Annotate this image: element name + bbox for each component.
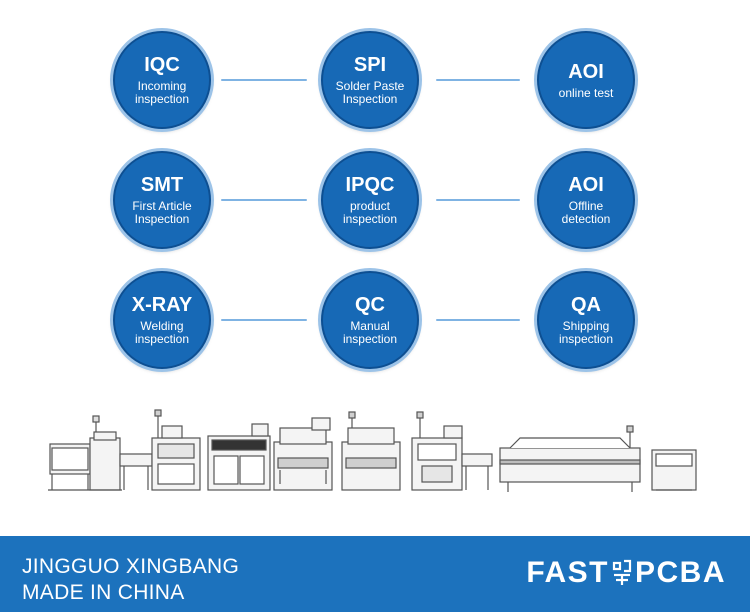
smt-production-line-icon <box>48 409 697 492</box>
aoi-machine-icon <box>411 411 463 491</box>
step-code: X-RAY <box>131 294 193 316</box>
step-description-line1: product <box>349 199 391 213</box>
step-description-line2: inspection <box>134 332 190 346</box>
conveyor-icon-2 <box>461 453 493 490</box>
step-code: IPQC <box>345 174 395 196</box>
step-description-line1: Solder Paste <box>335 79 405 93</box>
step-node-aoi-3: AOI online test <box>537 31 635 129</box>
connector-line-r2-2 <box>436 199 520 201</box>
fast-pcba-logo-mark-icon <box>611 559 633 587</box>
step-description-line1: online test <box>558 85 614 100</box>
conveyor-icon <box>119 453 153 490</box>
reflow-oven-icon <box>499 425 641 492</box>
company-name: JINGGUO XINGBANG <box>22 555 240 578</box>
step-description-line2: inspection <box>134 92 190 106</box>
connector-line-r1-2 <box>436 79 520 81</box>
pick-and-place-machine-icon-2 <box>341 411 401 491</box>
made-in-label: MADE IN CHINA <box>22 581 185 604</box>
logo-text-left: FAST <box>526 556 609 589</box>
step-description-line1: Welding <box>140 319 184 333</box>
step-code: IQC <box>144 54 180 76</box>
step-description-line2: inspection <box>342 212 398 226</box>
step-description-line2: inspection <box>558 332 614 346</box>
loader-machine-icon <box>48 415 122 491</box>
step-code: SPI <box>353 54 387 76</box>
pick-and-place-machine-icon <box>273 417 333 491</box>
connector-line-r2-1 <box>221 199 307 201</box>
step-description-line1: Incoming <box>137 79 187 93</box>
footer-text: JINGGUO XINGBANG MADE IN CHINA <box>22 554 239 606</box>
connector-line-r1-1 <box>221 79 307 81</box>
unloader-machine-icon <box>651 449 697 491</box>
solder-printer-icon <box>151 409 201 491</box>
fast-pcba-logo: FAST PCBA <box>526 556 726 590</box>
logo-text-right: PCBA <box>634 556 726 589</box>
step-description-line1: Offline <box>568 199 604 213</box>
connector-line-r3-1 <box>221 319 307 321</box>
step-description-line1: Shipping <box>562 319 610 333</box>
step-description-line1: First Article <box>132 199 192 213</box>
spi-machine-icon <box>207 423 271 491</box>
step-description-line2: detection <box>561 212 611 226</box>
step-code: AOI <box>568 60 604 83</box>
step-code: AOI <box>568 174 604 196</box>
connector-line-r3-2 <box>436 319 520 321</box>
step-code: QC <box>355 294 385 316</box>
step-description-line2: Inspection <box>134 212 190 226</box>
step-code: SMT <box>140 174 184 196</box>
step-code: QA <box>571 294 601 316</box>
step-description-line2: inspection <box>342 332 398 346</box>
step-description-line1: Manual <box>350 319 390 333</box>
footer-banner: JINGGUO XINGBANG MADE IN CHINA FAST PCBA <box>0 536 750 612</box>
step-description-line2: Inspection <box>342 92 398 106</box>
